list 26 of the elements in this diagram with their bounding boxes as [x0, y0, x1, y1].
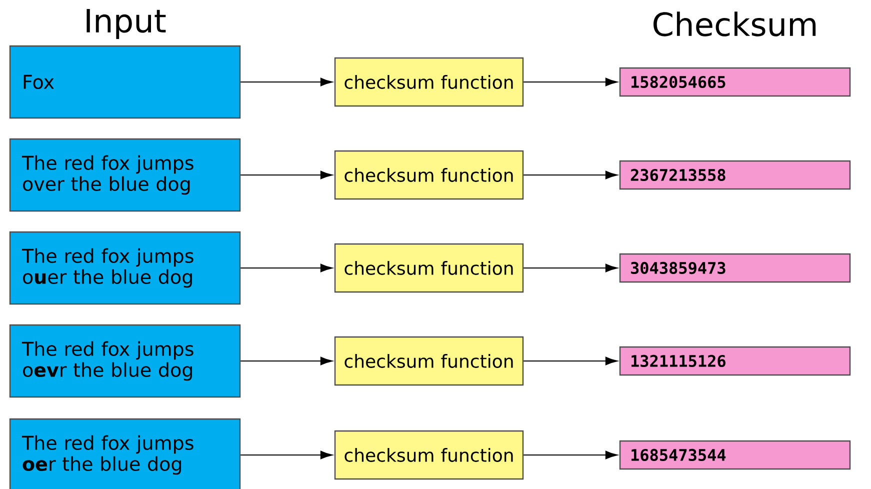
arrow: [240, 170, 333, 180]
arrow: [523, 78, 618, 86]
checksum-box: 1321115126: [619, 346, 851, 376]
checksum-box: 1685473544: [619, 440, 851, 470]
checksum-box: 1582054665: [619, 67, 851, 97]
input-box: The red fox jumps oevr the blue dog: [9, 324, 241, 398]
input-box: Fox: [9, 45, 241, 119]
arrow: [240, 450, 333, 460]
checksum-box: 3043859473: [619, 253, 851, 283]
checksum-box: 2367213558: [619, 160, 851, 190]
input-box: The red fox jumps oer the blue dog: [9, 418, 241, 489]
arrow: [240, 264, 333, 272]
function-box: checksum function: [334, 150, 524, 200]
arrow: [240, 78, 333, 86]
function-box: checksum function: [334, 336, 524, 386]
arrow: [523, 450, 618, 460]
input-box: The red fox jumps over the blue dog: [9, 138, 241, 212]
function-box: checksum function: [334, 57, 524, 107]
arrow: [523, 170, 618, 180]
arrow: [240, 356, 333, 366]
arrow: [523, 264, 618, 272]
arrow: [523, 356, 618, 366]
function-box: checksum function: [334, 243, 524, 293]
column-heading: Checksum: [654, 12, 816, 36]
input-box: The red fox jumps ouer the blue dog: [9, 231, 241, 305]
function-box: checksum function: [334, 430, 524, 480]
